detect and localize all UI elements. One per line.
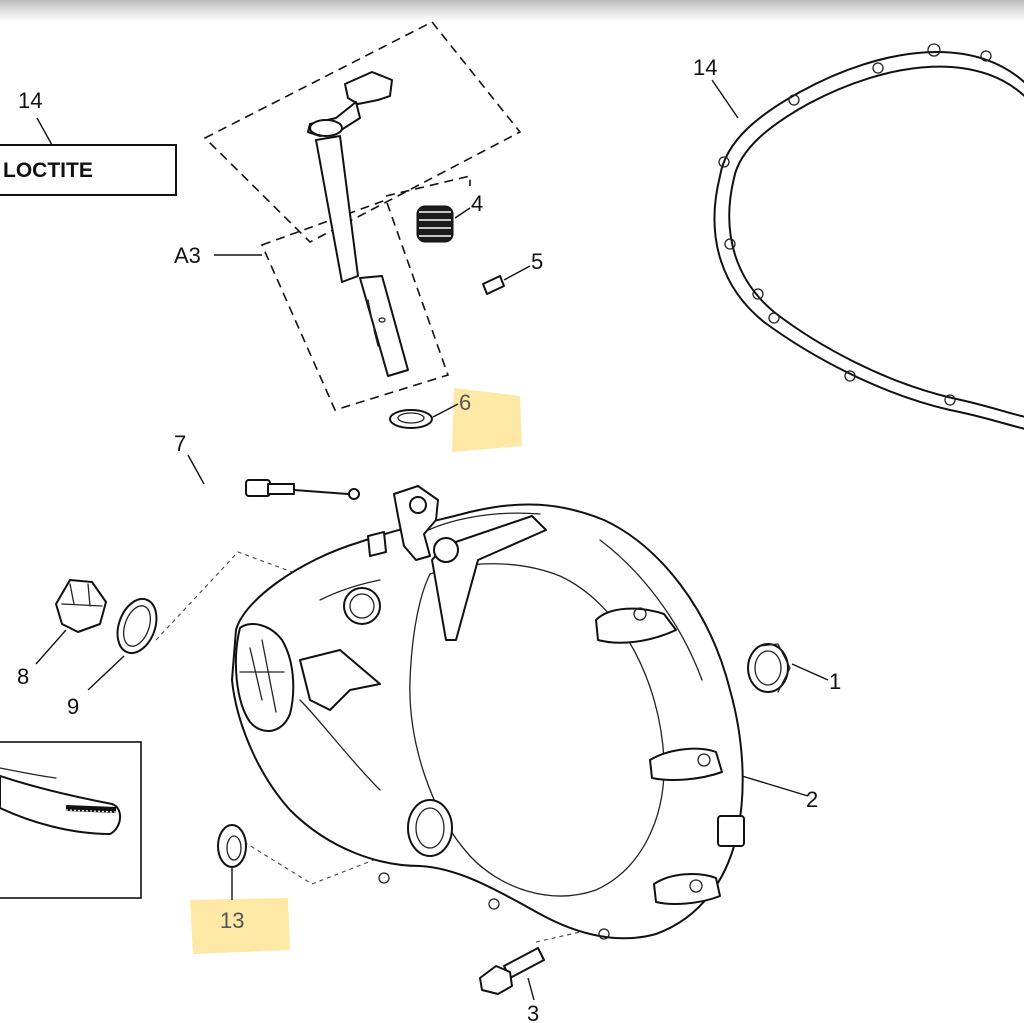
part-5-pin: 5 bbox=[482, 249, 543, 295]
loctite-box-text: LOCTITE bbox=[3, 159, 93, 182]
highlight-marker-13 bbox=[190, 898, 290, 954]
callout-6: 6 bbox=[459, 390, 471, 415]
callout-8: 8 bbox=[17, 664, 29, 689]
callout-a3: A3 bbox=[174, 243, 201, 268]
callout-2: 2 bbox=[806, 787, 818, 812]
callout-4: 4 bbox=[471, 191, 483, 216]
part-4-spring: 4 bbox=[416, 191, 483, 243]
shift-shaft bbox=[307, 71, 409, 377]
part-6-washer: 6 bbox=[389, 390, 471, 429]
loctite-callout: LOCTITE 14 bbox=[0, 88, 177, 196]
loctite-leader bbox=[36, 117, 53, 146]
callout-14-gasket: 14 bbox=[693, 55, 717, 80]
highlight-marker-6 bbox=[452, 388, 522, 452]
inset-detail-box bbox=[0, 741, 142, 899]
dotted-line-lower bbox=[243, 841, 421, 885]
callout-1: 1 bbox=[829, 669, 841, 694]
callout-14-loctite: 14 bbox=[18, 88, 42, 113]
callout-9: 9 bbox=[67, 694, 79, 719]
part-14-gasket: 14 bbox=[693, 43, 1024, 430]
assembly-a3-dashed-inner bbox=[385, 174, 471, 197]
top-edge-shadow bbox=[0, 0, 1024, 22]
callout-7: 7 bbox=[174, 431, 186, 456]
callout-3: 3 bbox=[527, 1001, 539, 1023]
part-9-o-ring: 9 bbox=[67, 597, 158, 719]
part-8-plug: 8 bbox=[17, 579, 107, 689]
loctite-box bbox=[0, 144, 177, 196]
part-7-cable: 7 bbox=[131, 431, 360, 543]
callout-13: 13 bbox=[220, 908, 244, 933]
part-1-seal: 1 bbox=[747, 643, 841, 694]
assembly-a3-dashed-box bbox=[203, 20, 522, 243]
part-2-clutch-cover: 2 bbox=[231, 485, 818, 940]
assembly-a3-dashed-box-lower bbox=[260, 198, 450, 411]
callout-5: 5 bbox=[531, 249, 543, 274]
dotted-line-bolt bbox=[535, 927, 599, 943]
part-3-bolt: 3 bbox=[479, 947, 545, 1023]
part-13-washer: 13 bbox=[217, 824, 247, 933]
